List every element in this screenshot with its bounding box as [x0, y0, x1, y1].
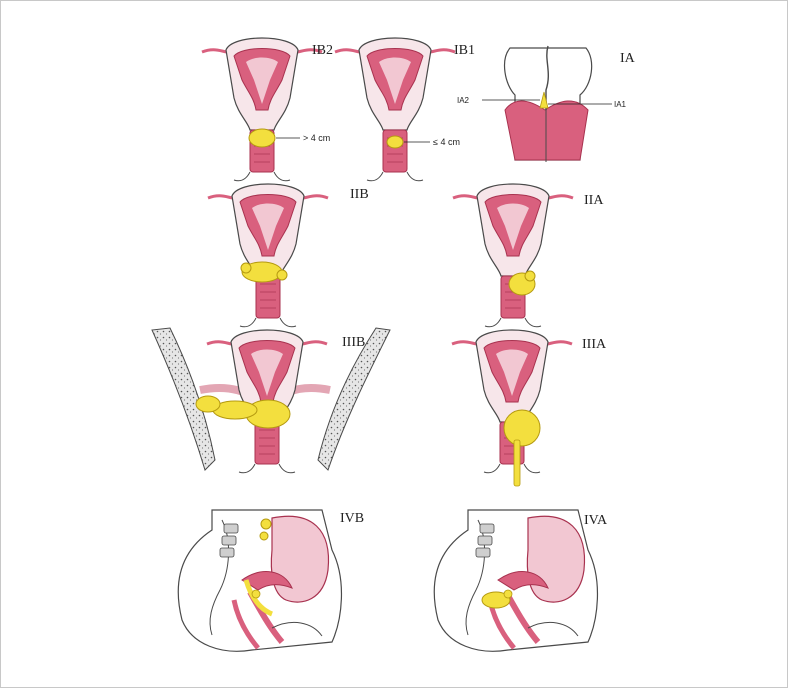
tumor-ib2 [248, 128, 276, 148]
dimension-label-le4: ≤ 4 cm [433, 137, 460, 147]
panel-ia: IA2 IA1 IA [457, 45, 636, 162]
tumor-iia [508, 270, 536, 296]
tumor-ia [539, 91, 549, 109]
tumor-ivb [243, 518, 274, 617]
stage-label-iia: IIA [584, 193, 604, 208]
tumor-iib [240, 261, 288, 283]
panel-iva: IVA [434, 510, 608, 651]
panel-ib1: ≤ 4 cm IB1 [333, 36, 475, 183]
dimension-label-gt4: > 4 cm [303, 133, 330, 143]
tumor-iiib [195, 395, 291, 429]
tumor-iva [481, 589, 513, 609]
panel-iiib: IIIB [151, 327, 391, 475]
tumor-ib1 [386, 135, 404, 149]
stage-label-iib: IIB [350, 187, 369, 202]
panel-iib: IIB [206, 182, 369, 329]
tumor-iiia [503, 409, 541, 487]
panel-ivb: IVB [178, 510, 364, 651]
panel-ib2: > 4 cm IB2 [200, 36, 333, 183]
stage-label-ivb: IVB [340, 511, 364, 526]
stage-label-ia: IA [620, 51, 636, 66]
panel-iia: IIA [451, 182, 604, 329]
stage-label-iva: IVA [584, 513, 608, 528]
stage-label-iiib: IIIB [342, 335, 365, 350]
stage-label-ib1: IB1 [454, 43, 475, 58]
panel-iiia: IIIA [450, 328, 607, 487]
stage-label-ib2: IB2 [312, 43, 333, 58]
sublabel-ia2: IA2 [457, 96, 470, 105]
stage-label-iiia: IIIA [582, 337, 607, 352]
sublabel-ia1: IA1 [614, 100, 627, 109]
